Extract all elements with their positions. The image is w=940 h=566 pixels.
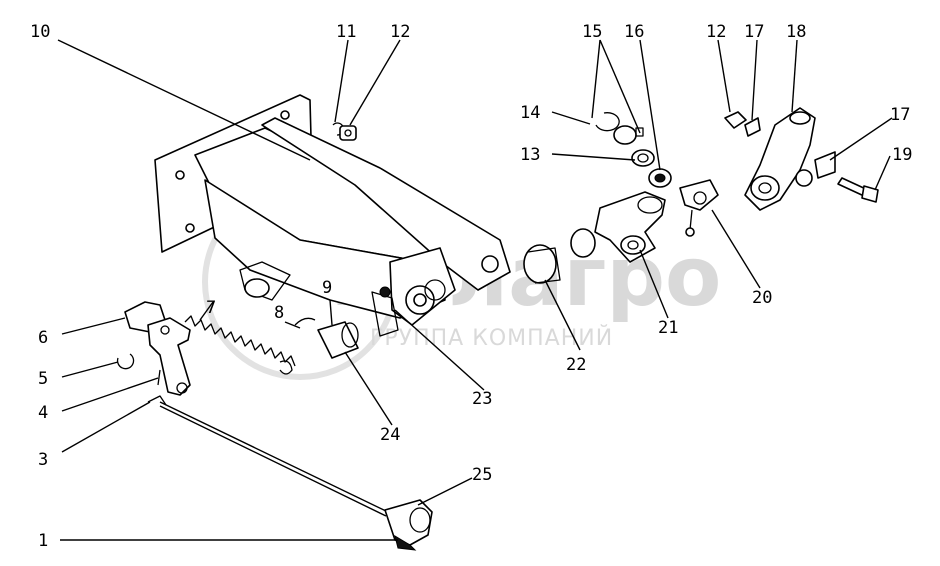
- callout-14: 14: [520, 103, 540, 123]
- part-22-bushing: [523, 244, 561, 284]
- callout-10: 10: [30, 22, 50, 42]
- callout-22: 22: [566, 355, 586, 375]
- callout-9: 9: [322, 278, 332, 298]
- part-19-bolt: [837, 177, 879, 203]
- callout-25: 25: [472, 465, 492, 485]
- callout-12-right: 12: [706, 22, 726, 42]
- callout-19: 19: [892, 145, 912, 165]
- callout-1: 1: [38, 531, 48, 551]
- callout-16: 16: [624, 22, 644, 42]
- callout-3: 3: [38, 450, 48, 470]
- callout-labels: 10 11 12 15 16 12 17 18 14 13 17 19 7 8 …: [30, 22, 912, 551]
- callout-6: 6: [38, 328, 48, 348]
- part-21-lever-housing: [570, 191, 666, 263]
- callout-17-right: 17: [890, 105, 910, 125]
- callout-23: 23: [472, 389, 492, 409]
- callout-7: 7: [206, 298, 216, 318]
- leader-lines: [57, 39, 893, 541]
- part-11-12-nut: [332, 122, 357, 141]
- callout-8: 8: [274, 303, 284, 323]
- callout-20: 20: [752, 288, 772, 308]
- part-17-18-fork: [724, 107, 836, 211]
- callout-11: 11: [336, 22, 356, 42]
- part-3-rod-1-end: [147, 395, 433, 551]
- part-20-pin: [679, 179, 719, 237]
- callout-13: 13: [520, 145, 540, 165]
- callout-5: 5: [38, 369, 48, 389]
- callout-18: 18: [786, 22, 806, 42]
- part-8-9-24-bolt: [294, 317, 359, 359]
- part-7-spring: [184, 315, 296, 375]
- part-14-15-16-13: [595, 112, 672, 188]
- bracket-housing: [154, 94, 511, 337]
- callout-17-top: 17: [744, 22, 764, 42]
- callout-12-top: 12: [390, 22, 410, 42]
- part-6-4-lever: [116, 301, 191, 396]
- watermark-subtitle: ГРУППА КОМПАНИЙ: [370, 325, 613, 351]
- callout-15: 15: [582, 22, 602, 42]
- callout-24: 24: [380, 425, 400, 445]
- callout-21: 21: [658, 318, 678, 338]
- callout-4: 4: [38, 403, 48, 423]
